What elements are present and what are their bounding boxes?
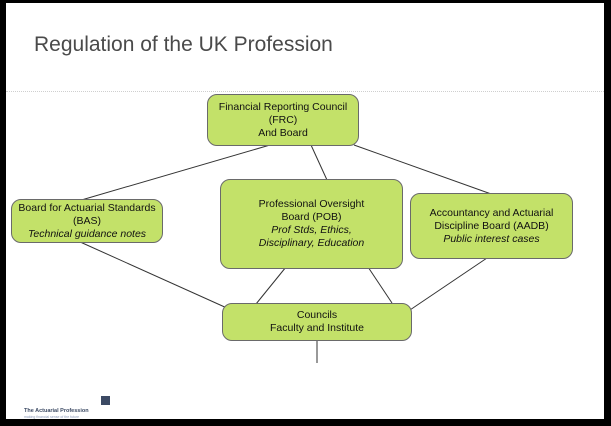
councils-members: Faculty and Institute (270, 322, 364, 334)
councils-name: Councils (296, 309, 338, 321)
aadb-name: Accountancy and Actuarial (429, 206, 554, 219)
frc-abbrev: (FRC) (268, 113, 298, 126)
bas-name: Board for Actuarial Standards (18, 201, 156, 214)
councils-box: Councils Faculty and Institute (222, 303, 412, 341)
frc-board: And Board (258, 126, 308, 139)
brand-name: The Actuarial Profession (24, 408, 89, 414)
aadb-box: Accountancy and Actuarial Discipline Boa… (410, 193, 573, 259)
connector-frc-pob (310, 144, 328, 181)
connector-frc-bas (77, 144, 271, 202)
aadb-role: Public interest cases (443, 232, 540, 245)
connector-lines (77, 144, 495, 363)
connector-pob-councils-right (367, 266, 393, 304)
connector-bas-councils (77, 240, 239, 314)
connector-aadb-councils (403, 257, 488, 315)
bas-box: Board for Actuarial Standards (BAS) Tech… (11, 199, 163, 243)
pob-abbrev: Board (POB) (281, 211, 342, 223)
pob-box: Professional Oversight Board (POB) Prof … (220, 179, 403, 269)
connector-pob-councils-left (255, 266, 287, 305)
frc-name: Financial Reporting Council (218, 100, 348, 113)
slide: Regulation of the UK Profession Financia… (6, 3, 604, 419)
brand-tagline: making financial sense of the future (24, 415, 80, 419)
bas-abbrev: (BAS) (72, 214, 101, 227)
aadb-abbrev: Discipline Board (AADB) (434, 219, 549, 232)
title-divider (6, 91, 604, 92)
connector-frc-aadb (353, 144, 495, 196)
frc-box: Financial Reporting Council (FRC) And Bo… (207, 94, 359, 146)
slide-title: Regulation of the UK Profession (34, 33, 333, 56)
bas-role: Technical guidance notes (27, 227, 147, 240)
brand-logo-mark (101, 396, 110, 405)
pob-name: Professional Oversight (258, 198, 365, 210)
pob-role-1: Prof Stds, Ethics, (271, 224, 352, 236)
pob-role-2: Disciplinary, Education (258, 237, 365, 249)
